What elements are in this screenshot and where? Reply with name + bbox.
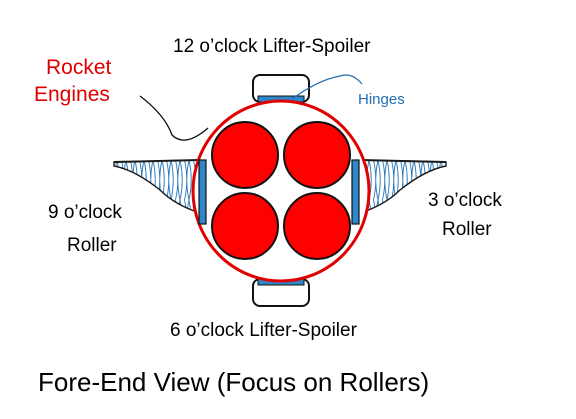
- right-roller-label-line1: 3 o’clock: [428, 190, 502, 211]
- left-roller-label-line2: Roller: [67, 235, 117, 256]
- view-title: Fore-End View (Focus on Rollers): [38, 367, 429, 397]
- engine-bottom-left: [211, 192, 279, 260]
- left-roller-bar: [198, 159, 207, 225]
- engine-top-left: [211, 121, 279, 189]
- hinges-label: Hinges: [358, 91, 405, 108]
- left-roller-label-line1: 9 o’clock: [48, 202, 122, 223]
- rocket-label-line2: Engines: [34, 83, 110, 106]
- left-roller-mesh: [113, 159, 201, 214]
- left-roller-mesh-outline: [113, 159, 201, 163]
- rocket-engines-leader: [139, 95, 209, 141]
- right-roller-label-line2: Roller: [442, 219, 492, 240]
- bottom-spoiler-label: 6 o’clock Lifter-Spoiler: [170, 320, 358, 341]
- top-spoiler-label: 12 o’clock Lifter-Spoiler: [173, 36, 371, 57]
- body-outline: [191, 99, 371, 283]
- engine-bottom-right: [283, 192, 351, 260]
- right-roller-bar: [351, 159, 360, 225]
- engine-top-right: [283, 121, 351, 189]
- hinges-leader: [291, 74, 363, 100]
- right-roller-mesh-outline: [359, 159, 447, 163]
- rocket-label-line1: Rocket: [46, 56, 112, 79]
